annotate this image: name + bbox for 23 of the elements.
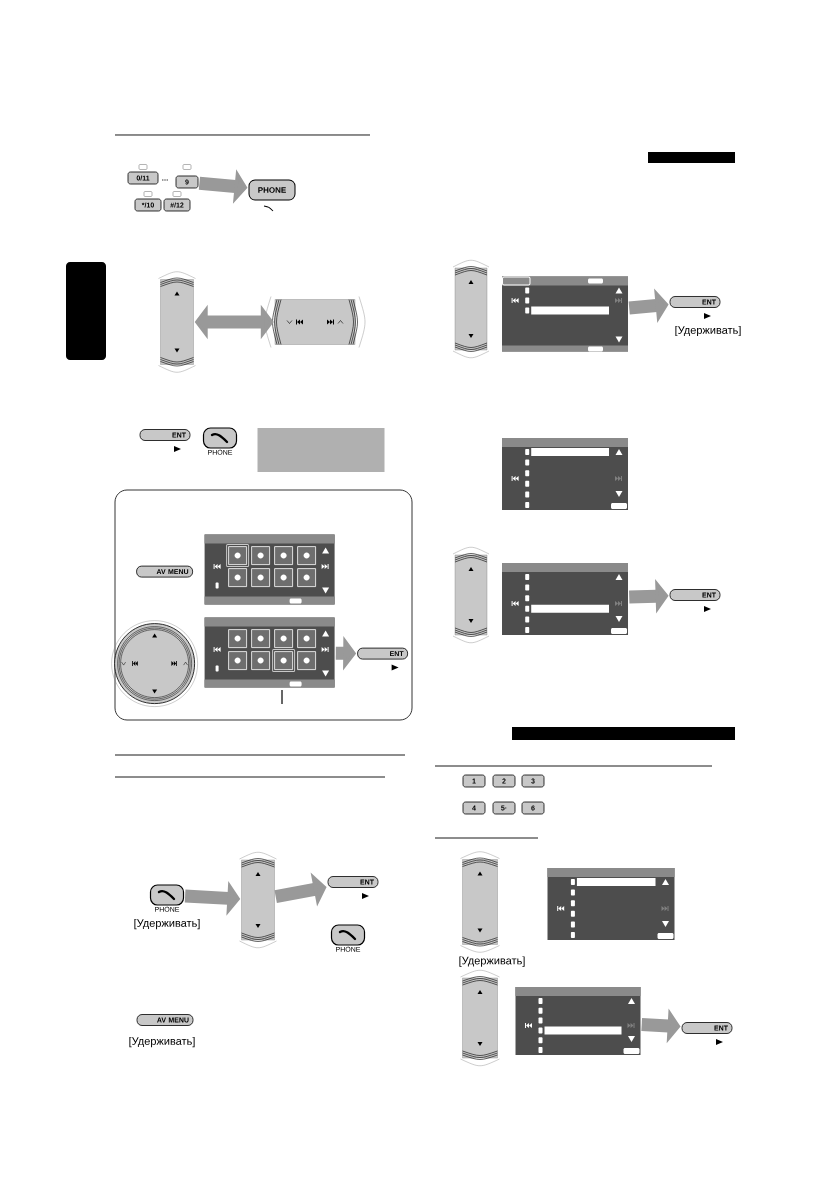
list-screen (515, 987, 641, 1055)
list-screen (502, 438, 628, 510)
hold-label: [Удерживать] (129, 1036, 195, 1048)
tip-frame (114, 489, 413, 721)
rocker-button (239, 852, 277, 948)
rocker-button (460, 851, 500, 953)
list-screen (502, 563, 628, 635)
menu-screen (204, 534, 335, 605)
rocker-button (452, 260, 490, 358)
hold-label: [Удерживать] (675, 325, 741, 337)
hold-label: [Удерживать] (459, 956, 525, 967)
control-pad (111, 620, 198, 707)
display-panel (257, 428, 385, 472)
ellipsis: ... (162, 179, 168, 181)
phone-key: PHONE (248, 179, 296, 212)
rocker-button (158, 271, 196, 373)
menu-screen (204, 617, 335, 688)
list-screen (547, 868, 675, 940)
list-screen (502, 276, 628, 352)
hold-label: [Удерживать] (134, 918, 200, 930)
rocker-button (452, 547, 490, 643)
rocker-button (264, 296, 366, 348)
rocker-button (460, 970, 500, 1066)
